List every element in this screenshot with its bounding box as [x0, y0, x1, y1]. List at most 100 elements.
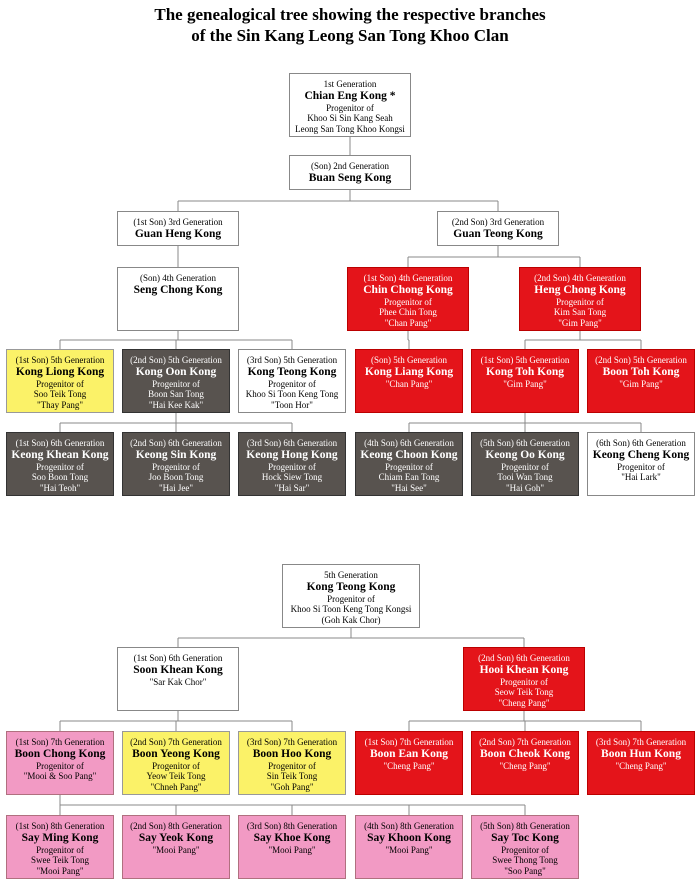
person-name: Boon Chong Kong — [14, 747, 106, 760]
person-detail: "Thay Pang" — [36, 399, 84, 410]
generation-label: (Son) 4th Generation — [140, 273, 216, 283]
generation-label: (5th Son) 8th Generation — [480, 821, 570, 831]
generation-label: (1st Son) 4th Generation — [363, 273, 453, 283]
person-name: Kong Teong Kong — [247, 365, 337, 378]
person-name: Kong Teong Kong — [306, 580, 396, 593]
person-detail: Progenitor of — [501, 844, 549, 855]
person-name: Boon Ean Kong — [370, 747, 448, 760]
generation-label: (4th Son) 8th Generation — [364, 821, 454, 831]
person-name: Chin Chong Kong — [363, 283, 453, 296]
person-name: Boon Cheok Kong — [479, 747, 571, 760]
generation-label: (2nd Son) 5th Generation — [595, 355, 687, 365]
person-detail: Hock Siew Tong — [261, 472, 323, 482]
person-name: Guan Teong Kong — [453, 227, 543, 240]
person-detail: "Hai Teoh" — [39, 482, 81, 493]
generation-label: (1st Son) 5th Generation — [480, 355, 570, 365]
person-detail: Progenitor of — [36, 461, 84, 472]
person-detail: Progenitor of — [152, 461, 200, 472]
person-name: Seng Chong Kong — [133, 283, 223, 296]
person-name: Kong Liong Kong — [15, 365, 105, 378]
person-detail: Swee Thong Tong — [492, 855, 558, 865]
generation-label: 5th Generation — [324, 570, 378, 580]
person-detail: Progenitor of — [36, 378, 84, 389]
person-detail: Leong San Tong Khoo Kongsi — [295, 123, 405, 134]
person-detail: Sin Teik Tong — [266, 771, 318, 781]
person-detail: "Goh Pang" — [270, 781, 314, 792]
generation-label: (Son) 5th Generation — [371, 355, 447, 365]
person-name: Buan Seng Kong — [308, 171, 392, 184]
person-detail: "Gim Pang" — [619, 378, 663, 389]
generation-label: (3rd Son) 7th Generation — [246, 737, 338, 747]
person-detail: "Hai See" — [391, 482, 427, 493]
person-detail: "Mooi Pang" — [268, 844, 316, 855]
person-name: Keong Cheng Kong — [592, 448, 690, 461]
generation-label: (Son) 2nd Generation — [311, 161, 389, 171]
person-name: Kong Oon Kong — [135, 365, 217, 378]
person-detail: "Chan Pang" — [385, 378, 433, 389]
generation-label: (2nd Son) 7th Generation — [479, 737, 571, 747]
generation-label: (3rd Son) 5th Generation — [246, 355, 338, 365]
person-detail: "Soo Pang" — [504, 865, 546, 876]
person-detail: Progenitor of — [384, 296, 432, 307]
person-detail: Progenitor of — [152, 378, 200, 389]
person-name: Keong Sin Kong — [135, 448, 217, 461]
person-detail: Progenitor of — [268, 461, 316, 472]
person-detail: "Cheng Pang" — [383, 760, 435, 771]
generation-label: (4th Son) 6th Generation — [364, 438, 454, 448]
person-name: Say Yeok Kong — [138, 831, 214, 844]
person-name: Soon Khean Kong — [133, 663, 223, 676]
person-name: Say Khoon Kong — [367, 831, 451, 844]
generation-label: (3rd Son) 7th Generation — [595, 737, 687, 747]
person-name: Guan Heng Kong — [134, 227, 222, 240]
person-detail: Progenitor of — [500, 676, 548, 687]
person-name: Keong Hong Kong — [246, 448, 338, 461]
person-detail: Progenitor of — [268, 378, 316, 389]
person-detail: Soo Teik Tong — [33, 389, 87, 399]
person-detail: Phee Chin Tong — [379, 307, 437, 317]
person-name: Keong Khean Kong — [11, 448, 109, 461]
person-detail: "Cheng Pang" — [499, 760, 551, 771]
person-detail: "Hai Sar" — [274, 482, 310, 493]
person-detail: Progenitor of — [36, 844, 84, 855]
generation-label: (2nd Son) 3rd Generation — [451, 217, 545, 227]
person-detail: Joo Boon Tong — [148, 472, 204, 482]
person-detail: Boon San Tong — [148, 389, 204, 399]
diagram-title-line1: The genealogical tree showing the respec… — [154, 5, 546, 24]
person-detail: (Goh Kak Chor) — [321, 614, 381, 625]
person-detail: "Mooi Pang" — [152, 844, 200, 855]
person-name: Say Ming Kong — [21, 831, 99, 844]
generation-label: (1st Son) 7th Generation — [15, 737, 105, 747]
person-detail: "Mooi Pang" — [385, 844, 433, 855]
person-detail: "Hai Lark" — [621, 472, 661, 482]
person-detail: Progenitor of — [385, 461, 433, 472]
person-name: Keong Choon Kong — [360, 448, 458, 461]
person-detail: "Gim Pang" — [558, 317, 602, 328]
person-name: Heng Chong Kong — [534, 283, 626, 296]
person-detail: "Hai Kee Kak" — [148, 399, 204, 410]
generation-label: (2nd Son) 8th Generation — [130, 821, 222, 831]
